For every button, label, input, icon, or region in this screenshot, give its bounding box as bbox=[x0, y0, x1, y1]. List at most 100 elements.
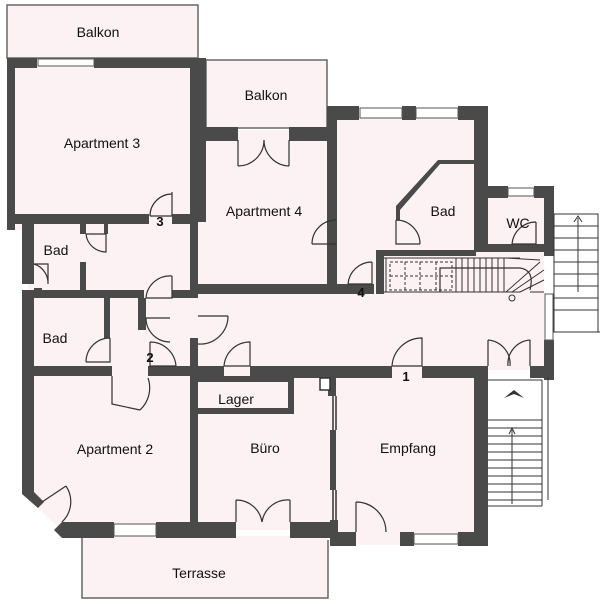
room-label-empfang: Empfang bbox=[380, 440, 436, 456]
room-label-balkon-top: Balkon bbox=[77, 24, 120, 40]
wall bbox=[327, 106, 337, 292]
wall bbox=[327, 106, 359, 120]
wall bbox=[7, 214, 149, 224]
room-labels: Balkon Apartment 3 Balkon Apartment 4 Ba… bbox=[43, 24, 530, 581]
room-label-buero: Büro bbox=[250, 440, 280, 456]
wall bbox=[34, 290, 144, 298]
walls bbox=[7, 58, 554, 546]
wall bbox=[328, 376, 336, 396]
door bbox=[85, 337, 111, 363]
door bbox=[261, 499, 291, 523]
wall bbox=[198, 58, 206, 140]
wall bbox=[138, 298, 146, 330]
room-label-apartment-3: Apartment 3 bbox=[64, 135, 140, 151]
main-floor-area bbox=[14, 66, 544, 545]
wall bbox=[7, 58, 37, 68]
door bbox=[41, 485, 72, 523]
wall bbox=[544, 340, 554, 380]
door bbox=[223, 341, 251, 367]
terrasse-outline bbox=[81, 536, 329, 599]
door bbox=[395, 219, 421, 245]
window bbox=[359, 107, 403, 119]
wall bbox=[22, 376, 44, 508]
door bbox=[197, 315, 229, 345]
outdoor-staircase-front bbox=[488, 378, 549, 507]
wall bbox=[190, 140, 198, 290]
wall bbox=[104, 298, 110, 338]
room-label-terrasse: Terrasse bbox=[172, 565, 226, 581]
wall bbox=[530, 366, 554, 378]
inner-staircase bbox=[384, 257, 545, 302]
wall bbox=[289, 127, 337, 141]
window bbox=[507, 187, 535, 197]
room-label-bad-upper-left: Bad bbox=[44, 242, 69, 258]
wall bbox=[148, 366, 190, 376]
room-label-bad-right: Bad bbox=[431, 203, 456, 219]
wall bbox=[172, 214, 198, 224]
door bbox=[507, 339, 531, 367]
door bbox=[511, 221, 537, 245]
window bbox=[415, 107, 459, 119]
wall bbox=[190, 338, 198, 368]
door bbox=[145, 317, 171, 343]
terrasse-area bbox=[82, 536, 328, 598]
entry-marker-4: 4 bbox=[357, 285, 365, 300]
entry-marker-3: 3 bbox=[156, 214, 163, 229]
door bbox=[33, 263, 49, 285]
wall bbox=[7, 58, 15, 230]
room-label-apartment-2: Apartment 2 bbox=[77, 441, 153, 457]
sliding-doors bbox=[319, 377, 337, 520]
wall bbox=[376, 250, 476, 256]
wall bbox=[62, 522, 114, 538]
door bbox=[235, 499, 263, 523]
column bbox=[319, 377, 331, 391]
wall bbox=[402, 106, 416, 120]
wall bbox=[94, 58, 200, 68]
wall bbox=[422, 366, 488, 378]
wall bbox=[544, 186, 554, 256]
wall bbox=[288, 376, 294, 414]
window bbox=[113, 523, 157, 537]
wall bbox=[156, 522, 236, 538]
wall bbox=[474, 244, 544, 252]
door bbox=[311, 219, 337, 245]
wall bbox=[396, 160, 474, 210]
wall bbox=[190, 366, 224, 378]
window bbox=[413, 533, 459, 545]
entry-marker-1: 1 bbox=[402, 369, 409, 384]
wall bbox=[206, 127, 238, 141]
wall bbox=[80, 262, 86, 296]
wall bbox=[250, 366, 392, 378]
wall bbox=[22, 366, 112, 376]
wall bbox=[80, 224, 86, 234]
balkon-top-area bbox=[8, 6, 198, 57]
wall bbox=[198, 284, 374, 294]
doors bbox=[33, 139, 537, 533]
room-label-bad-lower-left: Bad bbox=[43, 330, 68, 346]
wall bbox=[330, 532, 356, 546]
room-label-balkon-mid: Balkon bbox=[245, 87, 288, 103]
windows bbox=[37, 58, 554, 545]
window bbox=[37, 58, 95, 67]
door bbox=[85, 233, 107, 253]
door bbox=[145, 275, 173, 299]
outdoor-staircase-right bbox=[553, 213, 600, 333]
entry-markers: 1 2 3 4 bbox=[146, 214, 409, 384]
door bbox=[347, 261, 373, 285]
wall bbox=[396, 206, 400, 220]
door bbox=[149, 192, 173, 217]
wall bbox=[190, 376, 198, 526]
wall bbox=[474, 106, 488, 252]
door bbox=[487, 339, 511, 367]
wall bbox=[330, 430, 336, 490]
window bbox=[544, 293, 554, 341]
wall bbox=[376, 250, 384, 294]
floor-areas bbox=[8, 6, 544, 598]
wall bbox=[400, 532, 414, 546]
balkon-mid-area bbox=[206, 61, 327, 127]
door bbox=[263, 139, 290, 167]
door bbox=[149, 341, 177, 367]
room-label-wc: WC bbox=[506, 215, 529, 231]
entrance-arrow-icon bbox=[504, 390, 524, 398]
